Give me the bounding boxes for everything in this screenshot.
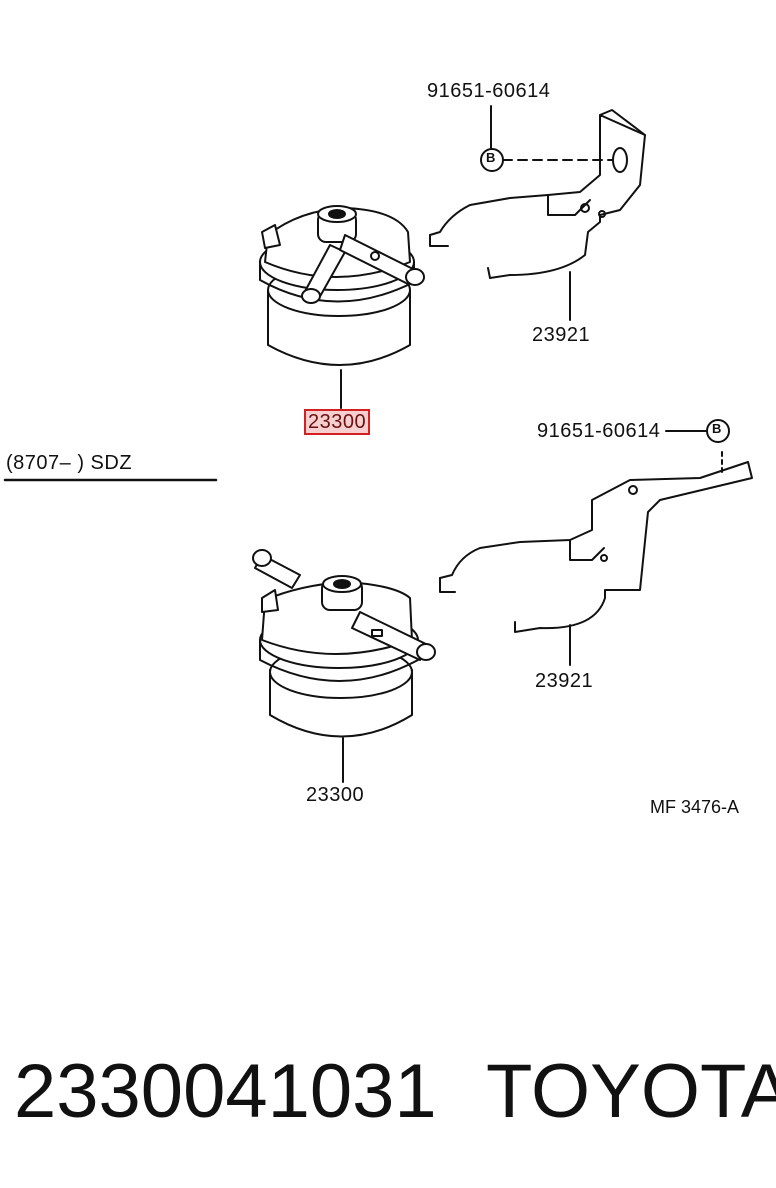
upper-fuel-filter bbox=[259, 205, 425, 366]
lower-bracket-label: 23921 bbox=[535, 670, 594, 692]
upper-bracket bbox=[429, 109, 646, 279]
lower-bracket bbox=[439, 451, 753, 633]
part-number-title: 2330041031 bbox=[14, 1049, 437, 1134]
upper-filter-label[interactable]: 23300 bbox=[304, 409, 371, 435]
upper-bolt-marker-letter: B bbox=[486, 150, 496, 165]
lower-fuel-filter bbox=[252, 549, 436, 738]
brand-title: TOYOTA bbox=[486, 1049, 776, 1134]
lower-filter-label: 23300 bbox=[306, 784, 365, 806]
lower-bolt-label: 91651-60614 bbox=[537, 420, 661, 442]
upper-bolt-marker-icon bbox=[480, 148, 504, 172]
lower-bolt-marker-icon bbox=[706, 419, 730, 443]
section-header: (8707– ) SDZ bbox=[6, 452, 133, 474]
upper-bolt-label: 91651-60614 bbox=[427, 80, 551, 102]
figure-code: MF 3476-A bbox=[650, 797, 740, 817]
upper-bracket-label: 23921 bbox=[532, 324, 591, 346]
lower-bolt-marker-letter: B bbox=[712, 421, 722, 436]
highlighted-part-number[interactable]: 23300 bbox=[304, 409, 371, 435]
